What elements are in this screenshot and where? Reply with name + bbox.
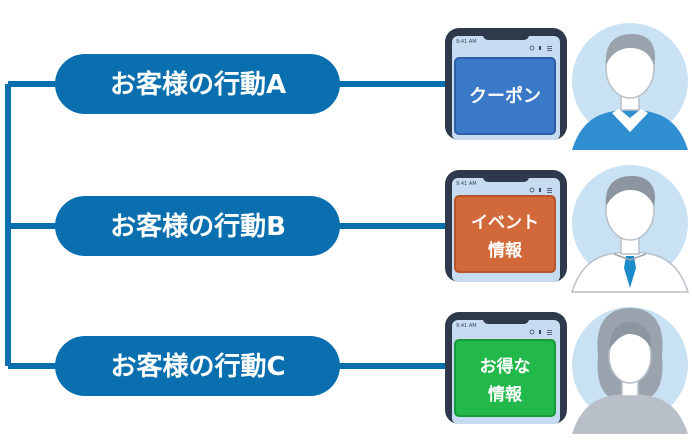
flow-row-b: お客様の行動B 9:41 AM イベント 情報	[8, 165, 690, 293]
status-time-c: 9:41 AM	[456, 323, 477, 329]
card-line-b-2: 情報	[488, 240, 523, 261]
action-label-a: お客様の行動A	[110, 69, 286, 100]
card-line-b-1: イベント	[471, 213, 539, 233]
message-card-a	[454, 57, 556, 135]
smartphone-a: 9:41 AM クーポン	[445, 28, 567, 140]
customer-avatar-a	[572, 23, 688, 150]
phone-notch-a	[483, 30, 529, 40]
phone-notch-b	[483, 172, 529, 182]
action-pill-c	[55, 336, 340, 396]
action-label-c: お客様の行動C	[110, 351, 285, 382]
flow-row-c: お客様の行動C 9:41 AM お得な 情報	[8, 307, 688, 434]
avatar-collar-b	[613, 253, 647, 261]
message-card-c	[454, 339, 556, 417]
card-line-c-2: 情報	[488, 384, 523, 405]
smartphone-c: 9:41 AM お得な 情報	[445, 312, 567, 424]
action-pill-b	[55, 196, 340, 256]
avatar-tie-b	[624, 256, 636, 288]
status-time-a: 9:41 AM	[456, 39, 477, 45]
action-label-b: お客様の行動B	[110, 211, 286, 242]
flow-row-a: お客様の行動A 9:41 AM クーポン	[8, 23, 688, 150]
card-line-a-1: クーポン	[469, 85, 541, 107]
avatar-collar-a	[612, 109, 648, 132]
status-icons-c	[529, 329, 552, 335]
status-icons-b	[529, 187, 552, 193]
avatar-bangs-c	[609, 322, 652, 350]
card-line-c-1: お得な	[480, 356, 531, 377]
smartphone-b: 9:41 AM イベント 情報	[445, 170, 567, 282]
status-icons-a	[529, 45, 552, 51]
message-card-b	[454, 195, 556, 273]
avatar-hair-a	[605, 34, 656, 66]
customer-avatar-b	[570, 165, 690, 293]
phone-notch-c	[483, 314, 529, 324]
customer-avatar-c	[572, 307, 688, 434]
action-pill-a	[55, 54, 340, 114]
status-time-b: 9:41 AM	[456, 181, 477, 187]
avatar-body-c	[572, 394, 688, 434]
avatar-hair-b	[605, 176, 656, 206]
